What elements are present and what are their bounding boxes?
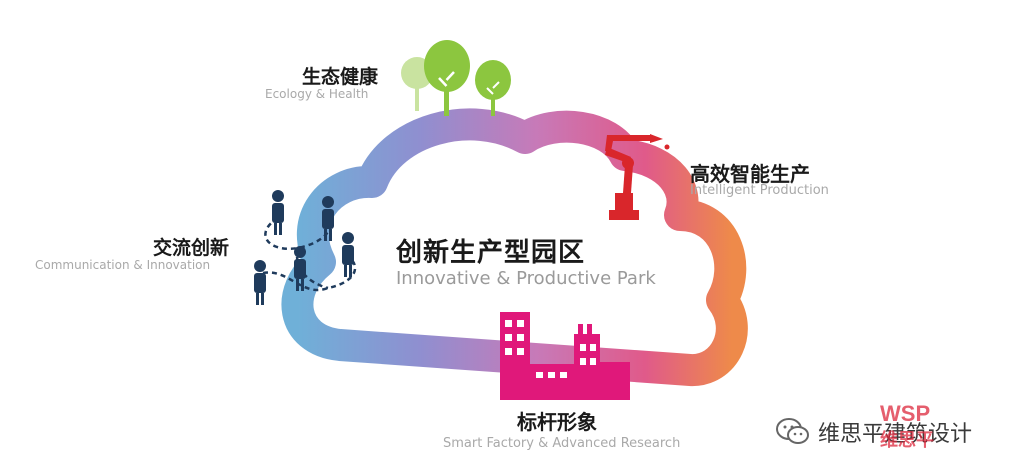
factory-icon: [500, 312, 630, 400]
center-title-cn: 创新生产型园区: [396, 238, 586, 268]
watermark-brand-text: 维思平建筑设计: [818, 422, 973, 447]
benchmark-title-en: Smart Factory & Advanced Research: [443, 436, 681, 451]
benchmark-title-cn: 标杆形象: [517, 410, 597, 434]
wsp-logo-sub: 维思平: [880, 430, 934, 451]
intelligent-title-cn: 高效智能生产: [690, 162, 810, 186]
communication-title-en: Communication & Innovation: [35, 258, 211, 272]
robot-arm-icon: [605, 134, 670, 220]
center-title-en: Innovative & Productive Park: [396, 268, 656, 289]
intelligent-title-en: Intelligent Production: [690, 183, 829, 198]
communication-title-cn: 交流创新: [153, 237, 230, 259]
cloud-outline: [281, 108, 748, 386]
wechat-icon: [776, 418, 809, 444]
wsp-logo: WSP: [880, 401, 931, 426]
watermark: 维思平建筑设计: [776, 414, 972, 450]
ecology-title-en: Ecology & Health: [265, 87, 369, 101]
tree-icon: [401, 40, 511, 116]
ecology-title-cn: 生态健康: [302, 66, 379, 88]
people-network-icon: [254, 190, 357, 305]
